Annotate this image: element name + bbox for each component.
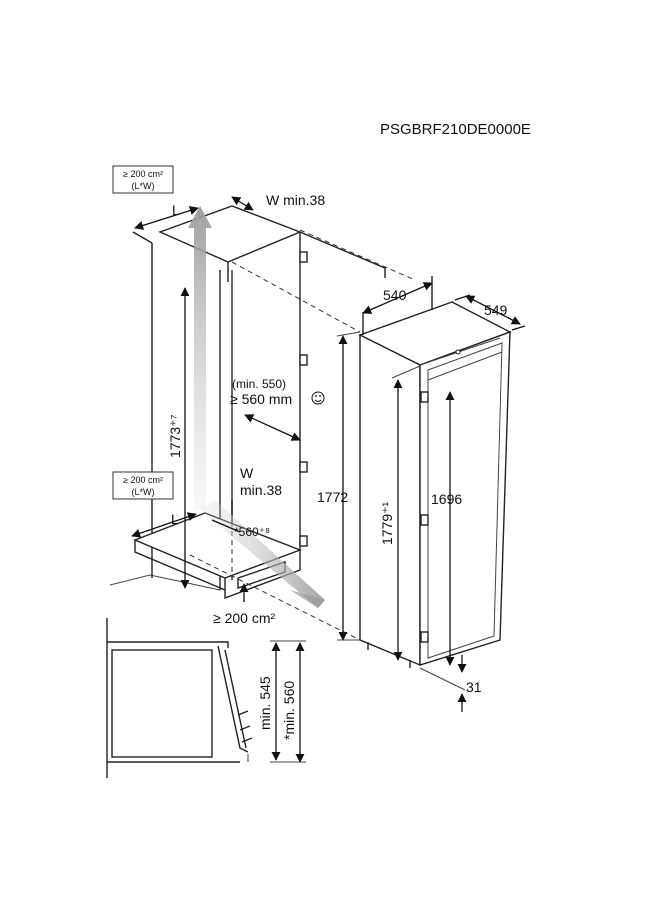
- air-flow-in-arrow: [290, 590, 325, 608]
- vent-bottom-formula: (L*W): [132, 487, 155, 497]
- dim-side-min-545: min. 545: [257, 676, 273, 730]
- vent-bottom-w1: W: [240, 465, 254, 481]
- hinge-icon: [420, 631, 429, 643]
- smiley-icon: [311, 391, 325, 405]
- air-flow-bottom-arrow: [200, 500, 325, 608]
- side-detail-view: [106, 618, 253, 778]
- vent-top-area: ≥ 200 cm²: [123, 169, 163, 179]
- vent-top-label-box: [112, 165, 174, 194]
- hinge-icon: [299, 535, 308, 547]
- hinge-icon: [420, 391, 429, 403]
- dim-niche-height: 1773⁺⁷: [167, 414, 183, 458]
- vent-top-formula: (L*W): [132, 181, 155, 191]
- hinge-icon: [299, 354, 308, 366]
- vent-top-l: L: [172, 202, 180, 218]
- dim-floor-vent: ≥ 200 cm²: [213, 610, 275, 626]
- hinge-icon: [299, 461, 308, 473]
- vent-bottom-area: ≥ 200 cm²: [123, 475, 163, 485]
- dim-appliance-width: 540: [383, 287, 407, 303]
- vent-bottom-label-box: [112, 471, 174, 500]
- dim-niche-height-total: 1772: [317, 489, 348, 505]
- appliance-body: [358, 301, 512, 668]
- depth-min-550: (min. 550): [232, 377, 286, 391]
- vent-bottom-l: L: [171, 511, 179, 527]
- dim-door-height: 1696: [431, 491, 462, 507]
- model-code: PSGBRF210DE0000E: [380, 121, 531, 138]
- air-flow-up-arrow: [188, 206, 212, 510]
- hinge-icon: [299, 251, 308, 263]
- dim-appliance-depth: 549: [484, 302, 508, 318]
- vent-bottom-w2: min.38: [240, 482, 282, 498]
- dim-side-min-560: *min. 560: [281, 681, 297, 740]
- depth-min-560: ≥ 560 mm: [230, 391, 292, 407]
- vent-top-w: W min.38: [266, 192, 325, 208]
- dim-appliance-height: 1779⁺¹: [379, 501, 395, 545]
- dim-bottom-gap: 31: [466, 679, 482, 695]
- hinge-icon: [420, 514, 429, 526]
- dim-niche-base-depth: *560⁺⁸: [234, 525, 270, 539]
